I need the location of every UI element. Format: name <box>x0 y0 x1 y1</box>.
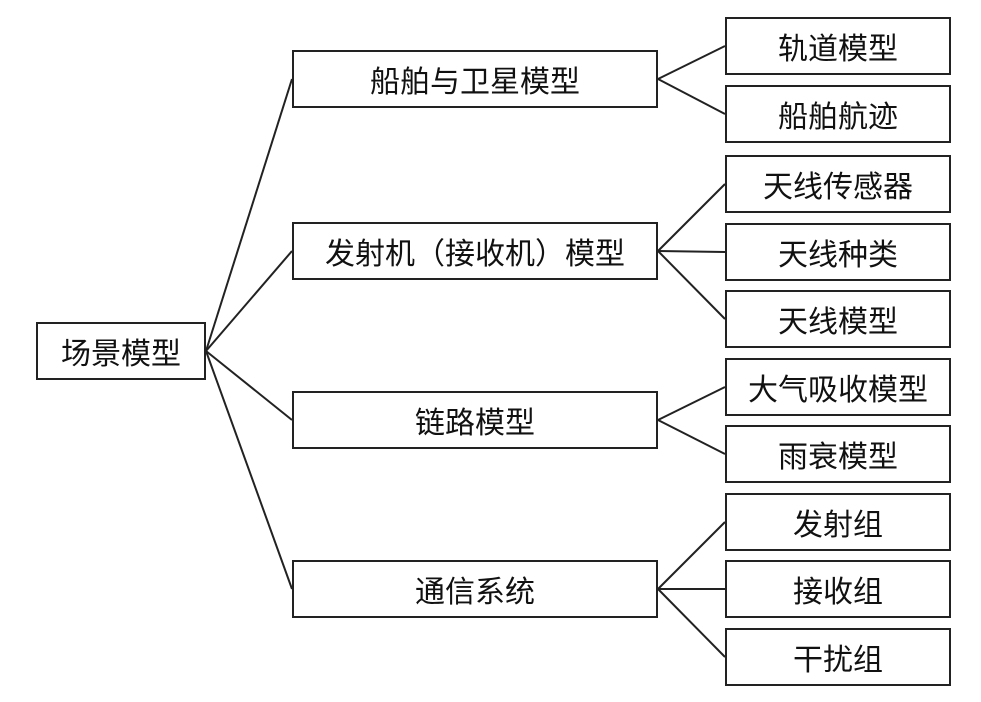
connector-line <box>657 250 726 253</box>
root-node-scene-model: 场景模型 <box>36 322 206 380</box>
connector-line <box>657 419 726 455</box>
group-node-transmitter-receiver-model: 发射机（接收机）模型 <box>292 222 658 280</box>
group-node-communication-system: 通信系统 <box>292 560 658 618</box>
leaf-node-antenna-model: 天线模型 <box>725 290 951 348</box>
connector-line <box>205 78 293 352</box>
connector-line <box>657 250 726 320</box>
connector-line <box>657 78 726 115</box>
connector-line <box>657 521 726 590</box>
connector-line <box>657 45 726 80</box>
leaf-node-transmit-group: 发射组 <box>725 493 951 551</box>
group-node-ship-satellite-model: 船舶与卫星模型 <box>292 50 658 108</box>
connector-line <box>205 250 293 352</box>
leaf-node-receive-group: 接收组 <box>725 560 951 618</box>
connector-line <box>205 350 293 590</box>
leaf-node-ship-track: 船舶航迹 <box>725 85 951 143</box>
leaf-node-rain-attenuation-model: 雨衰模型 <box>725 425 951 483</box>
leaf-node-atmospheric-absorption-model: 大气吸收模型 <box>725 358 951 416</box>
connector-line <box>657 386 726 421</box>
connector-line <box>205 350 293 421</box>
connector-line <box>657 183 726 252</box>
leaf-node-interference-group: 干扰组 <box>725 628 951 686</box>
leaf-node-orbit-model: 轨道模型 <box>725 17 951 75</box>
connector-line <box>657 588 726 658</box>
leaf-node-antenna-type: 天线种类 <box>725 223 951 281</box>
leaf-node-antenna-sensor: 天线传感器 <box>725 155 951 213</box>
group-node-link-model: 链路模型 <box>292 391 658 449</box>
